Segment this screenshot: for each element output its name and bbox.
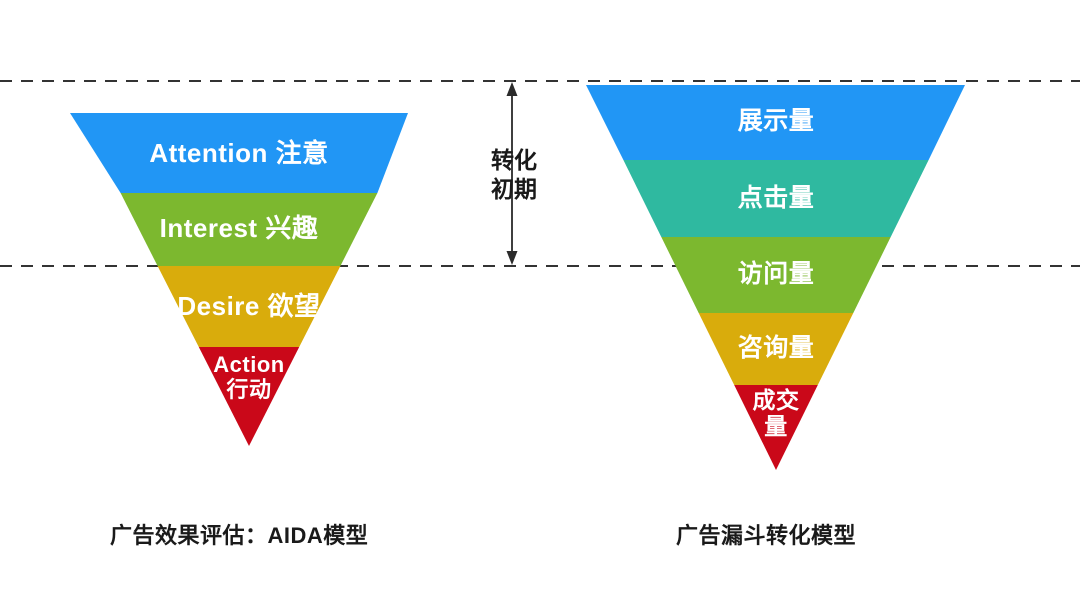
funnel-band-visits[interactable] <box>661 237 891 313</box>
ad-conversion-funnel-shapes <box>586 85 965 470</box>
conversion-stage-annotation-text: 转化 初期 <box>491 147 537 202</box>
arrow-head-up <box>506 82 518 96</box>
funnel-band-desire[interactable] <box>157 266 341 347</box>
funnel-band-inquiries[interactable] <box>698 313 854 385</box>
funnel-band-interest[interactable] <box>120 193 378 266</box>
funnel-band-transactions[interactable] <box>734 385 818 470</box>
funnel-band-action[interactable] <box>198 347 300 446</box>
funnel-band-attention[interactable] <box>70 113 408 193</box>
aida-funnel-shapes <box>70 113 408 446</box>
caption-ad-conversion-funnel: 广告漏斗转化模型 <box>676 523 857 548</box>
funnel-band-clicks[interactable] <box>623 160 929 237</box>
double-headed-vertical-arrow <box>506 82 518 265</box>
funnel-band-impressions[interactable] <box>586 85 965 160</box>
arrow-head-down <box>506 251 518 265</box>
caption-aida-model: 广告效果评估：AIDA模型 <box>110 523 369 548</box>
